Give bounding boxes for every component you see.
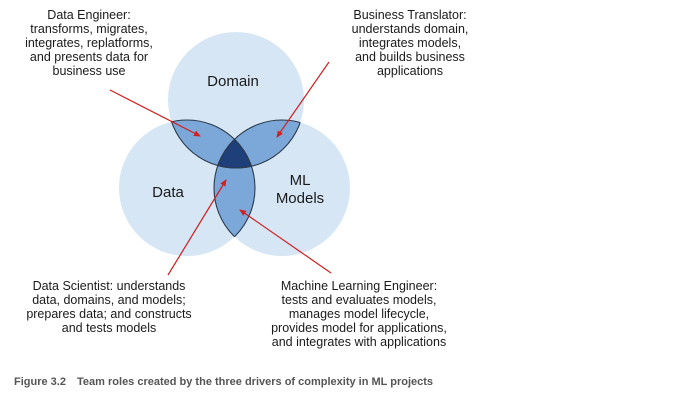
- annotation-line: and builds business: [355, 50, 465, 64]
- figure-caption-text: Team roles created by the three drivers …: [77, 376, 434, 388]
- data-engineer-arrow: [109, 89, 201, 137]
- data-scientist-arrow: [167, 179, 227, 276]
- figure-number: Figure 3.2: [14, 376, 66, 388]
- annotation-line: integrates, replatforms,: [25, 36, 153, 50]
- business-translator-annotation: Business Translator: understands domain,…: [320, 8, 500, 78]
- data-scientist-annotation: Data Scientist: understands data, domain…: [4, 279, 214, 335]
- annotation-line: integrates models,: [358, 36, 462, 50]
- annotation-line: transforms, migrates,: [30, 22, 148, 36]
- data-engineer-annotation: Data Engineer: transforms, migrates, int…: [4, 8, 174, 78]
- annotation-line: prepares data; and constructs: [26, 307, 192, 321]
- figure-caption: Figure 3.2 Team roles created by the thr…: [14, 376, 433, 388]
- annotation-line: understands domain,: [351, 22, 469, 36]
- annotation-line: manages model lifecycle,: [288, 307, 430, 321]
- data-label: Data: [152, 184, 184, 201]
- annotation-line: provides model for applications,: [271, 321, 447, 335]
- annotation-line: Data Engineer:: [47, 8, 131, 22]
- annotation-line: and integrates with applications: [271, 335, 447, 349]
- annotation-line: business use: [52, 64, 126, 78]
- business-translator-arrow: [276, 61, 330, 138]
- ml-engineer-arrow: [239, 209, 332, 274]
- domain-label: Domain: [207, 73, 259, 90]
- annotation-line: applications: [376, 64, 443, 78]
- models-label: Models: [276, 190, 324, 207]
- annotation-line: Business Translator:: [353, 8, 467, 22]
- annotation-line: and presents data for: [29, 50, 149, 64]
- ml-engineer-annotation: Machine Learning Engineer: tests and eva…: [252, 279, 466, 349]
- domain-ml-overlap: [214, 120, 304, 168]
- domain-data-overlap: [168, 120, 255, 168]
- annotation-line: Machine Learning Engineer:: [280, 279, 438, 293]
- annotation-line: Data Scientist: understands: [32, 279, 186, 293]
- annotation-line: and tests models: [61, 321, 157, 335]
- ml-label: ML: [290, 172, 311, 189]
- annotation-line: data, domains, and models;: [32, 293, 186, 307]
- annotation-line: tests and evaluates models,: [281, 293, 437, 307]
